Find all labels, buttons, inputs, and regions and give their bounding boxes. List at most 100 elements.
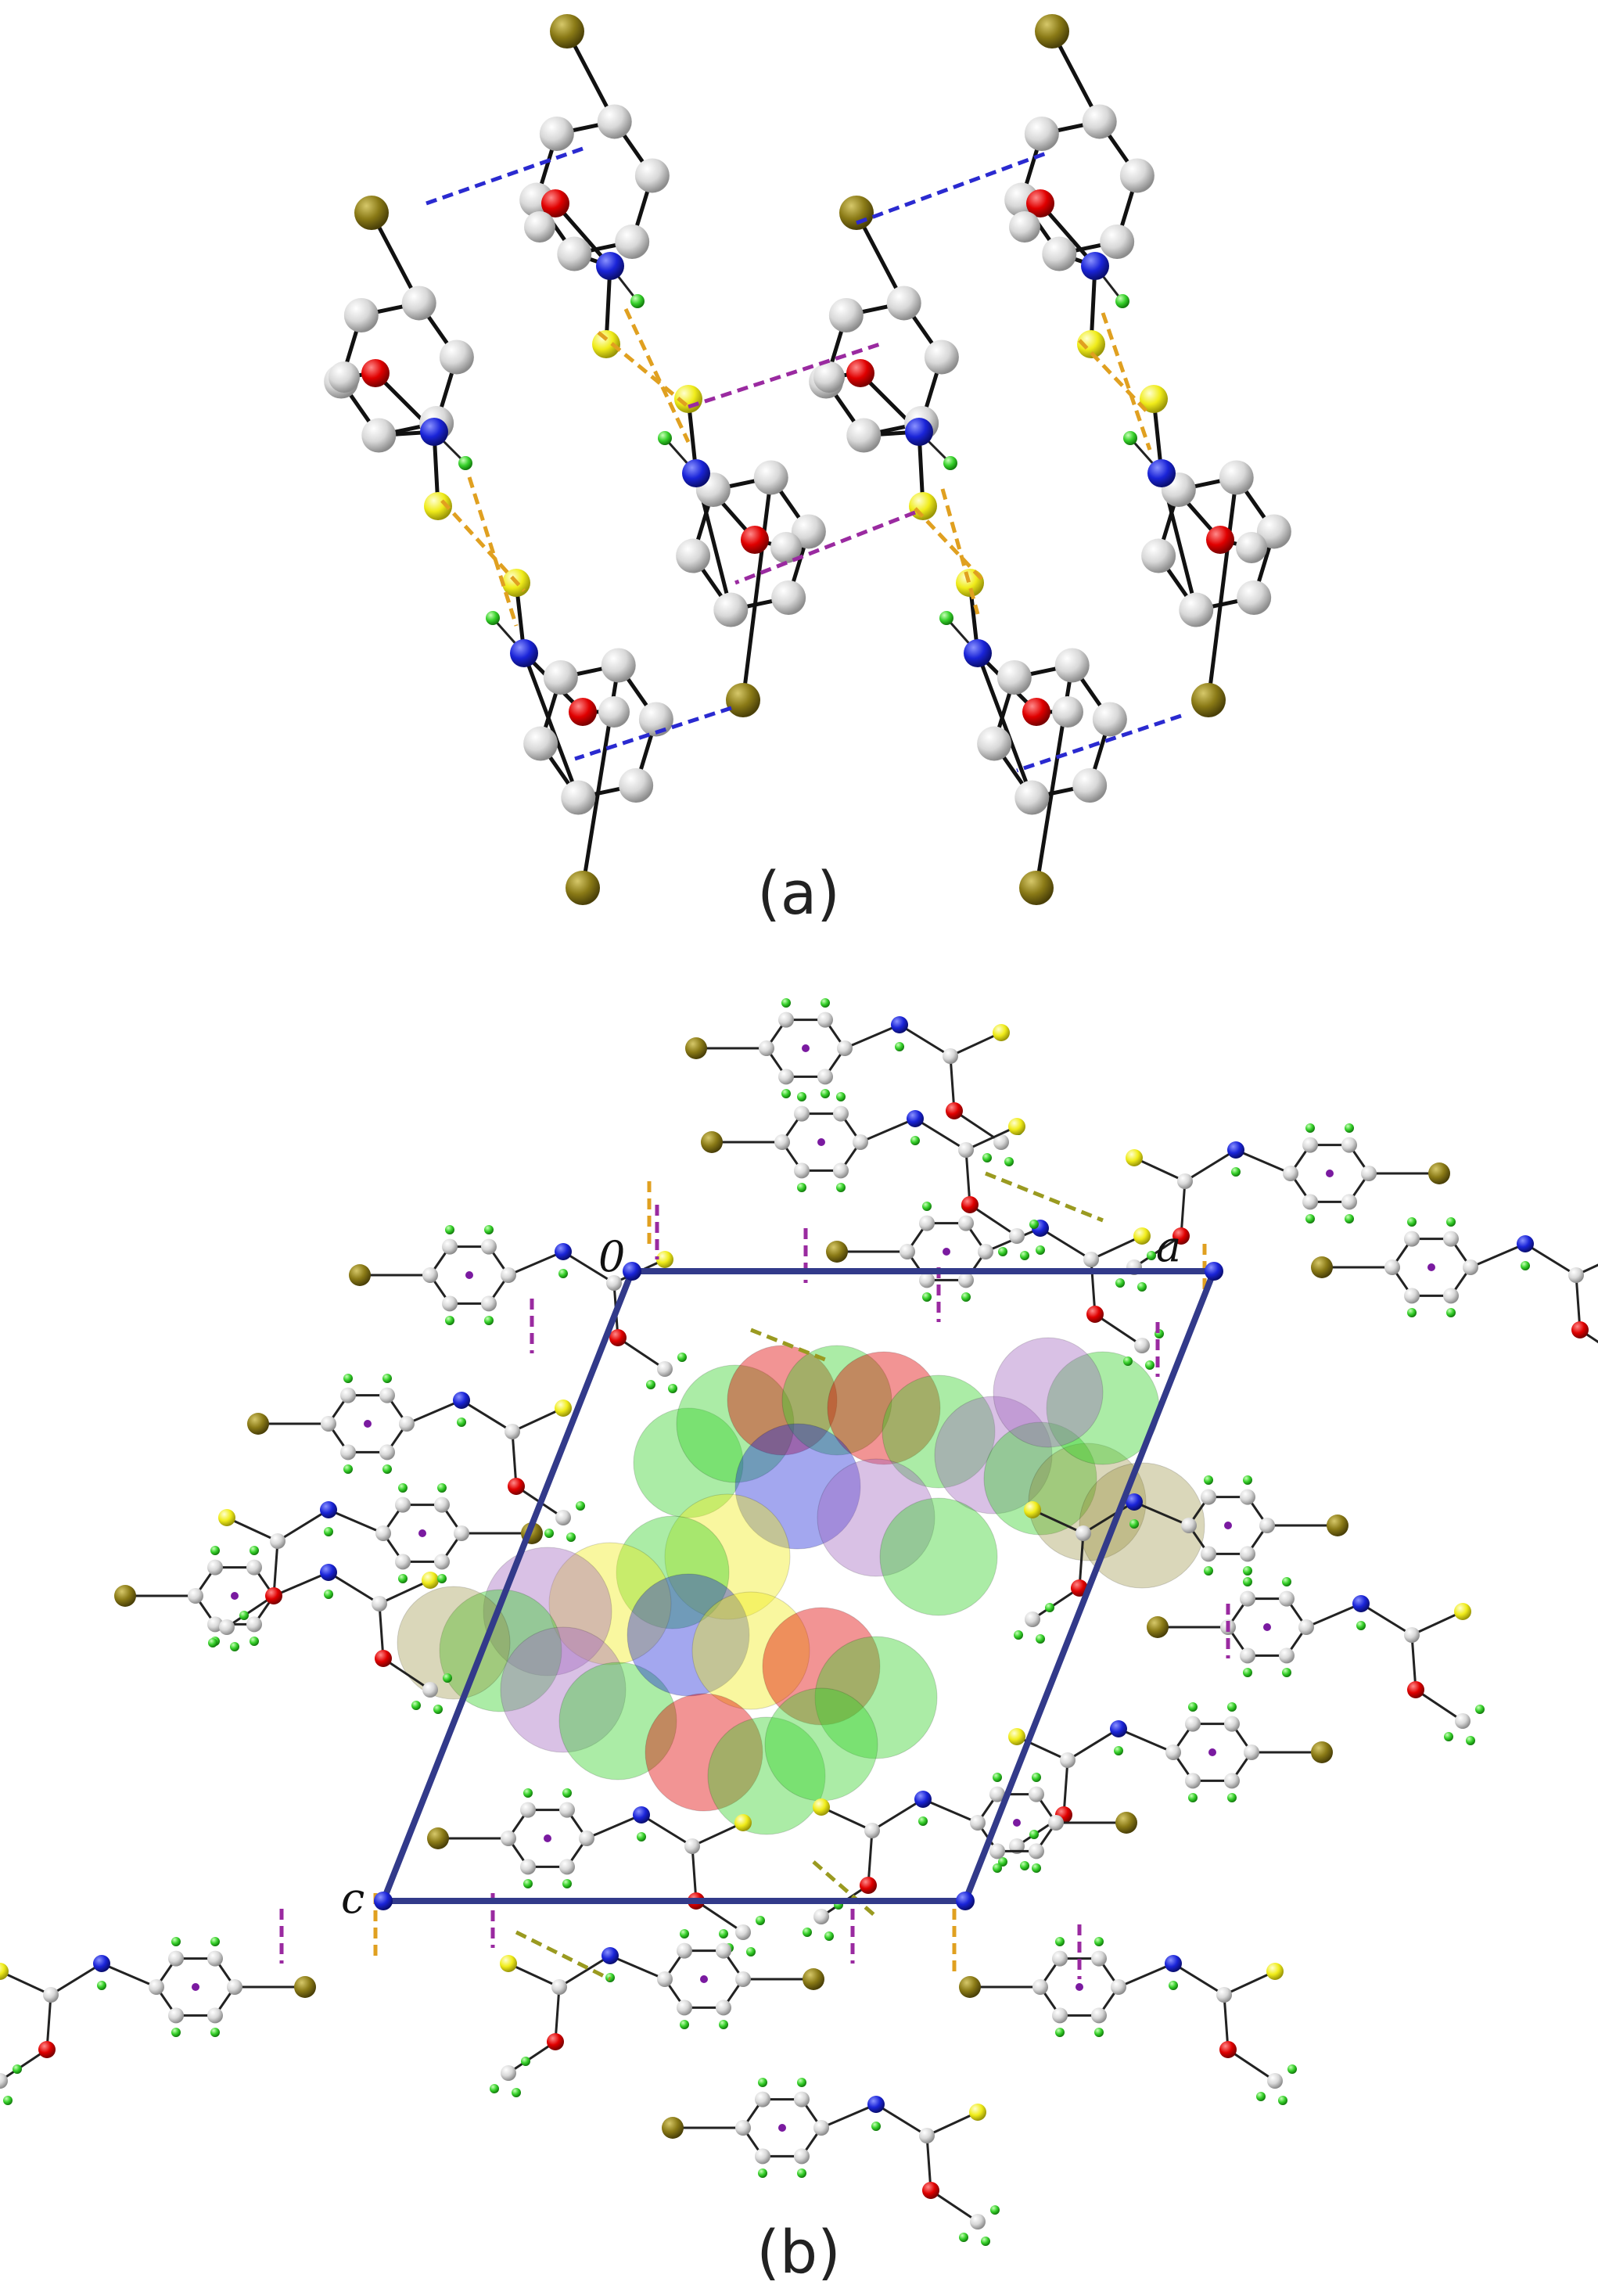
bond (511, 1430, 518, 1488)
bromine-atom (803, 1968, 824, 1990)
hydrogen-atom (343, 1374, 353, 1383)
nitrogen-atom (956, 1892, 975, 1910)
hydrogen-atom (668, 1384, 677, 1393)
carbon-atom (1165, 1744, 1181, 1760)
space-filling-atom (781, 1345, 892, 1456)
bromine-atom (726, 683, 760, 717)
bond (554, 1985, 561, 2043)
hydrogen-atom (443, 1673, 452, 1683)
bond (507, 1962, 561, 1989)
hydrogen-atom (1129, 1519, 1139, 1529)
hydrogen-atom (566, 1532, 576, 1542)
carbon-atom (149, 1979, 164, 1995)
carbon-atom (1384, 1259, 1400, 1275)
hydrogen-atom (1036, 1634, 1045, 1644)
space-filling-atom (500, 1626, 627, 1753)
carbon-atom (1216, 1987, 1232, 2003)
nitrogen-atom (453, 1392, 470, 1409)
bond (507, 1250, 565, 1277)
bromine-atom (354, 196, 389, 230)
hydrogen-atom (97, 1981, 106, 1990)
carbon-atom (615, 224, 650, 259)
ring-centroid (1263, 1623, 1271, 1631)
bond (1172, 1962, 1226, 1996)
nitrogen-atom (1517, 1235, 1534, 1252)
hydrogen-atom (993, 1863, 1002, 1873)
carbon-atom (1111, 1979, 1126, 1995)
carbon-atom (778, 1069, 794, 1085)
oxygen-atom (741, 526, 769, 554)
bond (562, 1250, 616, 1285)
hydrogen-atom (961, 1292, 971, 1302)
carbon-atom (395, 1497, 411, 1513)
hydrogen-atom (982, 1153, 992, 1162)
carbon-atom (1014, 780, 1050, 815)
space-filling-atom (814, 1636, 938, 1759)
hydrogen-atom (239, 1611, 249, 1620)
carbon-atom (833, 1162, 849, 1179)
bond (460, 1399, 514, 1433)
hydrogen-atom (836, 1183, 846, 1192)
nitrogen-atom (905, 418, 933, 446)
nitrogen-atom (1227, 1141, 1244, 1159)
bond (691, 1821, 745, 1848)
hydrogen-atom (437, 1574, 447, 1583)
hydrogen-atom (1115, 294, 1129, 308)
carbon-atom (207, 1616, 223, 1633)
hydrogen-atom (1446, 1308, 1456, 1317)
bond (949, 1031, 1003, 1058)
nitrogen-atom (1081, 252, 1109, 280)
hydrogen-atom (437, 1483, 447, 1493)
hydrogen-atom (445, 1316, 454, 1325)
bond (820, 2103, 878, 2129)
carbon-atom (716, 2000, 731, 2016)
carbon-atom (1463, 1259, 1478, 1275)
oxygen-atom (1206, 526, 1234, 554)
hydrogen-atom (1243, 1577, 1252, 1586)
carbon-atom (501, 2065, 516, 2081)
hydrogen-atom (171, 1937, 181, 1946)
hydrogen-atom (781, 1089, 791, 1098)
nitrogen-atom (320, 1564, 337, 1581)
bond (874, 2103, 928, 2137)
carbon-atom (778, 1011, 794, 1028)
cell-origin-label: 0 (598, 1232, 625, 1281)
hydrogen-atom (1029, 1830, 1039, 1839)
carbon-atom (1568, 1267, 1584, 1283)
carbon-atom (207, 1559, 223, 1576)
hydrogen-atom (680, 2020, 689, 2029)
space-filling-atom (727, 1345, 838, 1456)
hydrogen-atom (1345, 1214, 1354, 1223)
hydrogen-atom (1004, 1157, 1014, 1166)
carbon-atom (1256, 514, 1291, 549)
bond (1090, 1234, 1144, 1261)
nitrogen-atom (93, 1955, 110, 1972)
nitrogen-atom (623, 1262, 641, 1281)
carbon-atom (1141, 538, 1176, 573)
hydrogen-atom (1094, 1937, 1104, 1946)
carbon-atom (943, 1048, 958, 1064)
bond (898, 1023, 952, 1058)
carbon-atom (791, 514, 826, 549)
ring-centroid (1013, 1819, 1021, 1827)
cell-axis-c-label: c (341, 1874, 364, 1923)
carbon-atom (434, 1554, 450, 1570)
carbon-atom (1219, 460, 1254, 495)
bond (511, 1407, 565, 1433)
oxygen-atom (1022, 698, 1050, 726)
sulfur-atom (1008, 1728, 1025, 1745)
hydrogen-atom (458, 456, 472, 470)
carbon-atom (524, 211, 555, 243)
bromine-atom (427, 1827, 449, 1849)
ring-centroid (1208, 1748, 1216, 1756)
bromine-atom (959, 1976, 981, 1998)
bond (378, 1602, 385, 1660)
ring-centroid (778, 2124, 786, 2132)
carbon-atom (1052, 696, 1083, 728)
carbon-atom (1179, 592, 1214, 627)
carbon-atom (372, 1596, 387, 1612)
bond (49, 1962, 103, 1996)
carbon-atom (759, 1040, 774, 1056)
carbon-atom (401, 286, 436, 321)
carbon-atom (813, 2120, 829, 2136)
